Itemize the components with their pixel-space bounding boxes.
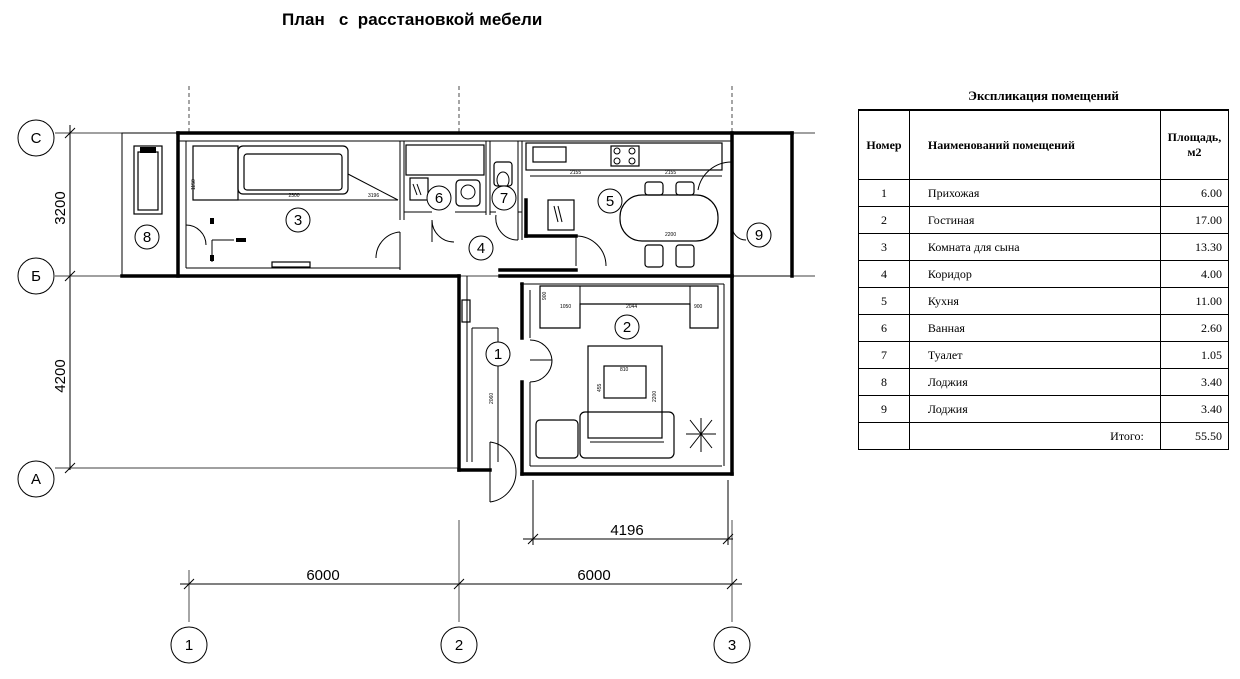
axis-bubble-3: 3 — [713, 626, 751, 664]
page-title: План с расстановкой мебели — [282, 10, 543, 29]
svg-text:3: 3 — [728, 637, 736, 654]
svg-text:900: 900 — [542, 291, 548, 300]
svg-text:3: 3 — [294, 212, 302, 229]
table-row: 2 Гостиная 17.00 — [858, 206, 1230, 234]
room-label-6: 6 — [426, 185, 452, 211]
svg-text:810: 810 — [620, 367, 629, 373]
explication-title: Экспликация помещений — [968, 88, 1119, 103]
furniture-room-3: 2300 1150 3196 — [191, 145, 399, 268]
svg-text:6: 6 — [435, 190, 443, 207]
total-label: Итого: — [908, 422, 1161, 450]
svg-text:2: 2 — [455, 637, 463, 654]
svg-text:Б: Б — [31, 268, 41, 285]
total-area: 55.50 — [1159, 422, 1230, 450]
room-label-8: 8 — [134, 224, 160, 250]
explication-header-row: Номер Наименований помещений Площадь, м2 — [858, 109, 1230, 180]
room-label-7: 7 — [491, 185, 517, 211]
horizontal-dimension-chain: 6000 6000 — [180, 567, 742, 590]
axis-lines — [55, 86, 815, 622]
furniture-living-room: 1050 2044 900 900 810 455 2200 — [461, 285, 719, 459]
axis-bubble-a: А — [17, 460, 55, 498]
dim-6000-right: 6000 — [577, 567, 610, 584]
svg-text:С: С — [31, 130, 42, 147]
header-area: Площадь, м2 — [1159, 109, 1230, 180]
svg-text:7: 7 — [500, 190, 508, 207]
doors — [185, 161, 747, 503]
vertical-dimension-chain: 3200 4200 — [52, 125, 76, 474]
svg-text:3196: 3196 — [368, 193, 379, 199]
room-label-3: 3 — [285, 207, 311, 233]
walls — [120, 131, 794, 476]
header-number: Номер — [858, 109, 910, 180]
svg-text:2155: 2155 — [570, 170, 581, 176]
dim-living-room-width: 4196 — [523, 480, 734, 545]
room-label-9: 9 — [746, 222, 772, 248]
axis-bubble-1: 1 — [170, 626, 208, 664]
room-label-5: 5 — [597, 188, 623, 214]
svg-text:1: 1 — [185, 637, 193, 654]
svg-text:2: 2 — [623, 319, 631, 336]
furniture-loggia-8 — [133, 145, 163, 215]
table-row: 3 Комната для сына 13.30 — [858, 233, 1230, 261]
svg-text:900: 900 — [694, 304, 703, 310]
svg-text:1150: 1150 — [191, 179, 197, 190]
svg-text:1: 1 — [494, 346, 502, 363]
table-row: 5 Кухня 11.00 — [858, 287, 1230, 315]
table-row: 8 Лоджия 3.40 — [858, 368, 1230, 396]
svg-text:2200: 2200 — [652, 391, 658, 402]
table-row: 1 Прихожая 6.00 — [858, 179, 1230, 207]
room-label-1: 1 — [485, 341, 511, 367]
svg-text:2044: 2044 — [626, 304, 637, 310]
svg-text:2060: 2060 — [489, 393, 495, 404]
table-row: 9 Лоджия 3.40 — [858, 395, 1230, 423]
dim-6000-left: 6000 — [306, 567, 339, 584]
dim-4200: 4200 — [52, 359, 69, 392]
svg-text:1050: 1050 — [560, 304, 571, 310]
svg-text:9: 9 — [755, 227, 763, 244]
furniture-kitchen: 2155 2155 2200 — [525, 142, 723, 268]
dim-3200: 3200 — [52, 191, 69, 224]
header-name: Наименований помещений — [908, 109, 1161, 180]
svg-text:5: 5 — [606, 193, 614, 210]
svg-text:455: 455 — [597, 383, 603, 392]
svg-text:2155: 2155 — [665, 170, 676, 176]
svg-text:2200: 2200 — [665, 232, 676, 238]
table-total-row: Итого: 55.50 — [858, 422, 1230, 450]
svg-text:4: 4 — [477, 240, 485, 257]
room-label-4: 4 — [468, 235, 494, 261]
svg-text:4196: 4196 — [610, 522, 643, 539]
room-label-2: 2 — [614, 314, 640, 340]
svg-text:2300: 2300 — [288, 193, 299, 199]
svg-text:8: 8 — [143, 229, 151, 246]
svg-text:А: А — [31, 471, 41, 488]
axis-bubble-2: 2 — [440, 626, 478, 664]
explication-table: Номер Наименований помещений Площадь, м2… — [858, 109, 1230, 450]
axis-bubble-b: Б — [17, 257, 55, 295]
table-row: 6 Ванная 2.60 — [858, 314, 1230, 342]
table-row: 7 Туалет 1.05 — [858, 341, 1230, 369]
table-row: 4 Коридор 4.00 — [858, 260, 1230, 288]
axis-bubble-c: С — [17, 119, 55, 157]
